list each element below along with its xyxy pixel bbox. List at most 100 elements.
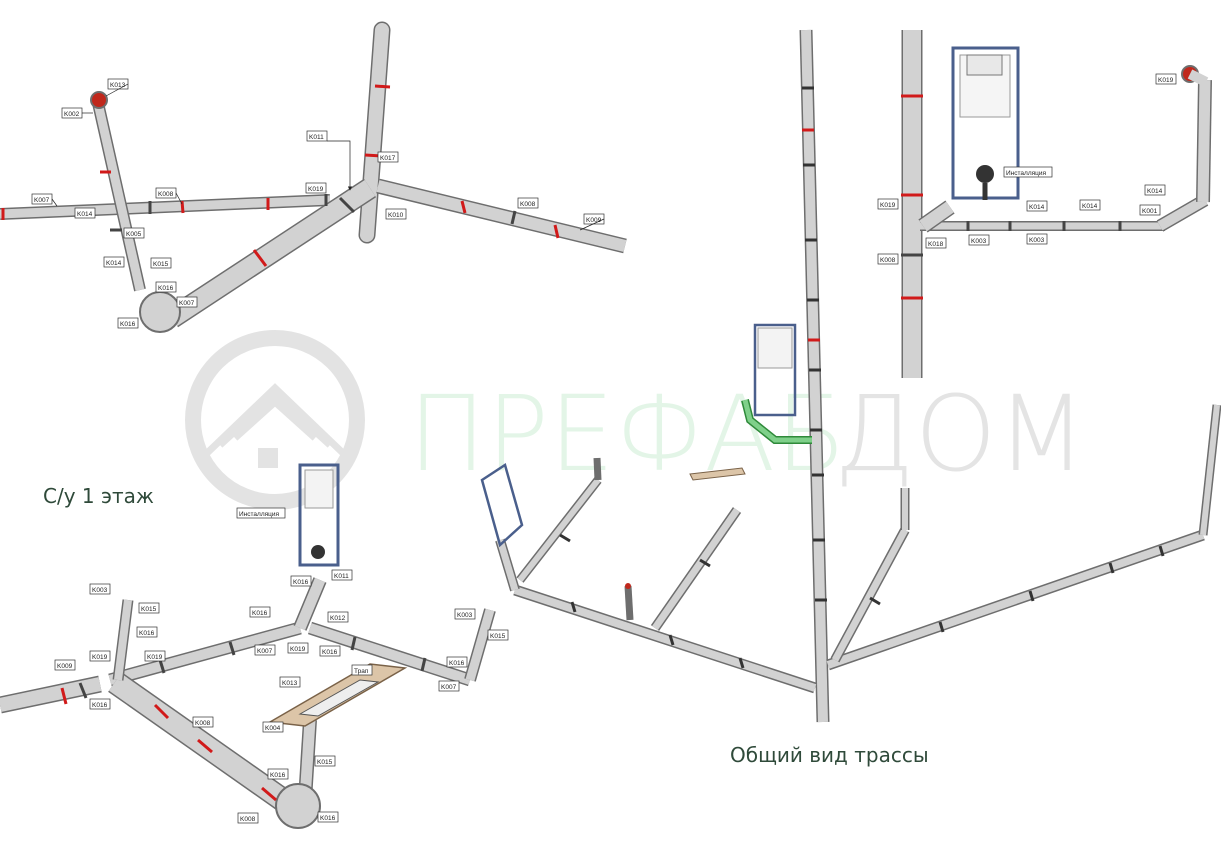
tag-bl-tray: Трап [351, 664, 373, 676]
svg-text:K016: K016 [320, 815, 336, 822]
svg-text:K016: K016 [158, 285, 174, 292]
drain-tray [267, 663, 408, 727]
svg-text:K019: K019 [880, 202, 896, 209]
tag-tr-k008: K008 [877, 253, 899, 265]
joints-overview [559, 86, 1165, 669]
caption-overview: Общий вид трассы [730, 743, 929, 767]
svg-text:K002: K002 [64, 111, 80, 118]
tag-tl-k017: K017 [377, 151, 399, 163]
tag-tl-k015: K015 [150, 257, 172, 269]
joints-bl [78, 636, 427, 699]
tag-bl-k016g: K016 [267, 768, 289, 780]
seal-rings-bl [60, 687, 277, 802]
tag-tr-k014b: K014 [1079, 199, 1101, 211]
svg-text:K015: K015 [490, 633, 506, 640]
svg-text:K008: K008 [880, 257, 896, 264]
tag-bl-k012: K012 [327, 611, 349, 623]
tag-bl-k019b: K019 [144, 650, 166, 662]
tag-bl-k003: K003 [89, 583, 111, 595]
svg-text:K008: K008 [158, 191, 174, 198]
cap-k013 [90, 91, 108, 109]
svg-text:K007: K007 [257, 648, 273, 655]
installation-frame-tr [951, 46, 1020, 200]
tag-bl-installation: Инсталляция [236, 507, 286, 519]
tag-bl-k015: K015 [138, 602, 160, 614]
svg-text:K003: K003 [92, 587, 108, 594]
svg-text:K008: K008 [520, 201, 536, 208]
watermark-text-a: ПРЕФАБ [408, 373, 847, 495]
svg-text:K005: K005 [126, 231, 142, 238]
caption-floor1: С/у 1 этаж [43, 484, 154, 508]
tag-bl-k013: K013 [279, 676, 301, 688]
tag-bl-k009: K009 [54, 659, 76, 671]
svg-text:K019: K019 [92, 654, 108, 661]
svg-text:K016: K016 [270, 772, 286, 779]
svg-text:K018: K018 [928, 241, 944, 248]
tag-tl-k008: K008 [155, 187, 177, 199]
tag-tr-k019b: K019 [1155, 73, 1177, 85]
svg-text:K004: K004 [265, 725, 281, 732]
svg-text:K016: K016 [322, 649, 338, 656]
tray-overview [689, 467, 746, 481]
watermark-text-b: ДОМ [834, 373, 1086, 495]
svg-text:K009: K009 [57, 663, 73, 670]
svg-text:K016: K016 [252, 610, 268, 617]
tag-tl-k011: K011 [306, 130, 328, 142]
svg-text:K012: K012 [330, 615, 346, 622]
tag-bl-k016f: K016 [446, 656, 468, 668]
svg-text:K003: K003 [1029, 237, 1045, 244]
svg-text:K016: K016 [293, 579, 309, 586]
svg-text:K014: K014 [1029, 204, 1045, 211]
watermark-house-icon [202, 383, 348, 458]
tag-tr-k003b: K003 [1026, 233, 1048, 245]
installation-overview-top [753, 323, 797, 417]
svg-text:K014: K014 [1147, 188, 1163, 195]
svg-text:K011: K011 [309, 134, 324, 141]
svg-text:K003: K003 [457, 612, 473, 619]
svg-text:K016: K016 [120, 321, 136, 328]
svg-text:K008: K008 [240, 816, 256, 823]
tag-tl-k005: K005 [123, 227, 145, 239]
svg-text:K014: K014 [1082, 203, 1098, 210]
tag-tl-k019: K019 [305, 182, 327, 194]
bottom-left-detail: С/у 1 этаж Инсталляция Трап [0, 463, 509, 829]
top-right-detail: K019 K008 K018 K003 K014 K003 K014 K014 … [877, 30, 1212, 378]
tag-bl-k003b: K003 [454, 608, 476, 620]
tag-tl-k016: K016 [155, 281, 177, 293]
svg-text:K019: K019 [1158, 77, 1174, 84]
tag-tr-k018: K018 [925, 237, 947, 249]
tag-bl-k015b: K015 [487, 629, 509, 641]
installation-frame-bl [298, 463, 340, 567]
seal-rings-overview [802, 128, 820, 342]
svg-text:K007: K007 [441, 684, 457, 691]
overview-detail: Общий вид трассы [480, 29, 1221, 767]
tag-tl-k009: K009 [583, 213, 605, 225]
tag-tr-installation: Инсталляция [1003, 166, 1053, 178]
top-left-detail: K013 K002 K007 K008 K011 K019 K017 K010 … [0, 21, 627, 333]
svg-text:K008: K008 [195, 720, 211, 727]
tag-tl-k008b: K008 [517, 197, 539, 209]
svg-text:K019: K019 [147, 654, 163, 661]
elbow-bottom [139, 291, 181, 333]
joints-tr [901, 221, 1122, 257]
watermark-window-icon [258, 448, 278, 468]
tag-tr-k014: K014 [1026, 200, 1048, 212]
tag-bl-k008: K008 [192, 716, 214, 728]
tag-tr-k019: K019 [877, 198, 899, 210]
installation-overview-left [480, 463, 524, 548]
svg-text:K014: K014 [77, 211, 93, 218]
tag-tr-k014c: K014 [1144, 184, 1166, 196]
seal-rings-tr [901, 94, 923, 300]
tag-bl-k007b: K007 [438, 680, 460, 692]
svg-text:K015: K015 [141, 606, 157, 613]
svg-text:K016: K016 [92, 702, 108, 709]
tag-bl-k016c: K016 [249, 606, 271, 618]
svg-text:K007: K007 [179, 300, 195, 307]
watermark-logo-circle [185, 330, 365, 510]
svg-text:K010: K010 [388, 212, 404, 219]
tag-bl-k016: K016 [136, 626, 158, 638]
svg-text:K014: K014 [106, 260, 122, 267]
tag-bl-k016e: K016 [290, 575, 312, 587]
tag-tl-k007: K007 [31, 193, 53, 205]
tag-tr-k001: K001 [1139, 204, 1161, 216]
